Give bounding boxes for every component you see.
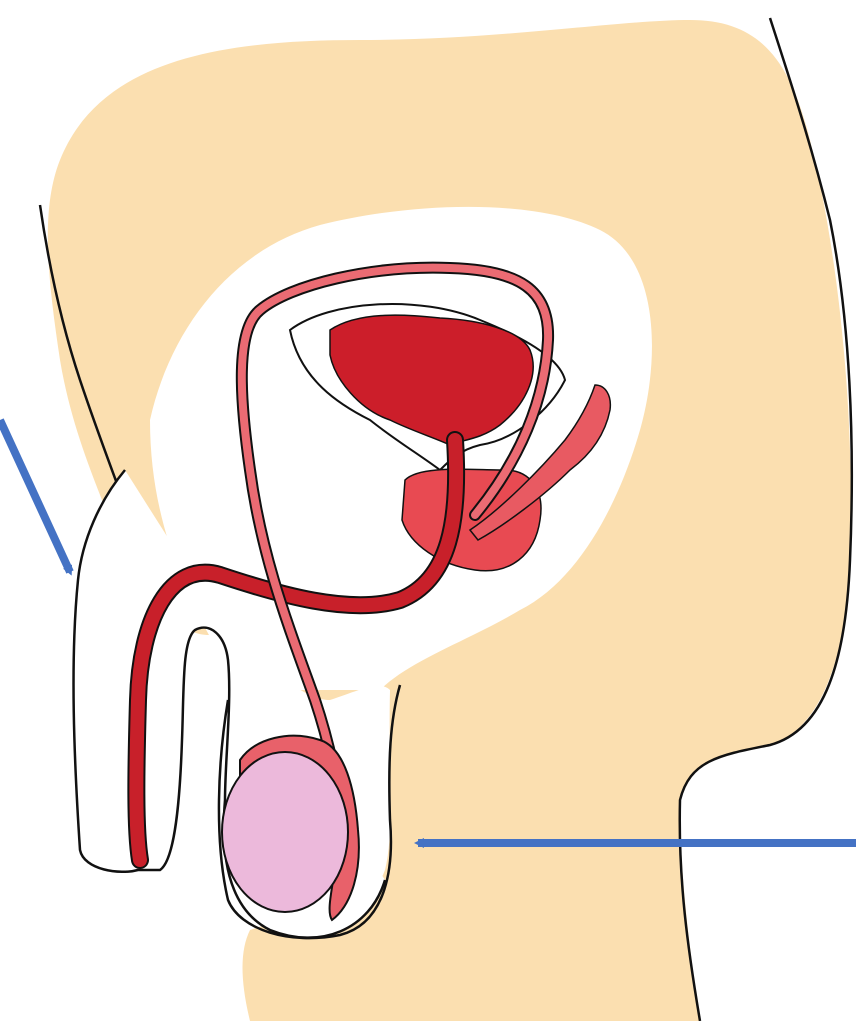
testis [222,752,348,912]
arrow-left [0,420,70,572]
